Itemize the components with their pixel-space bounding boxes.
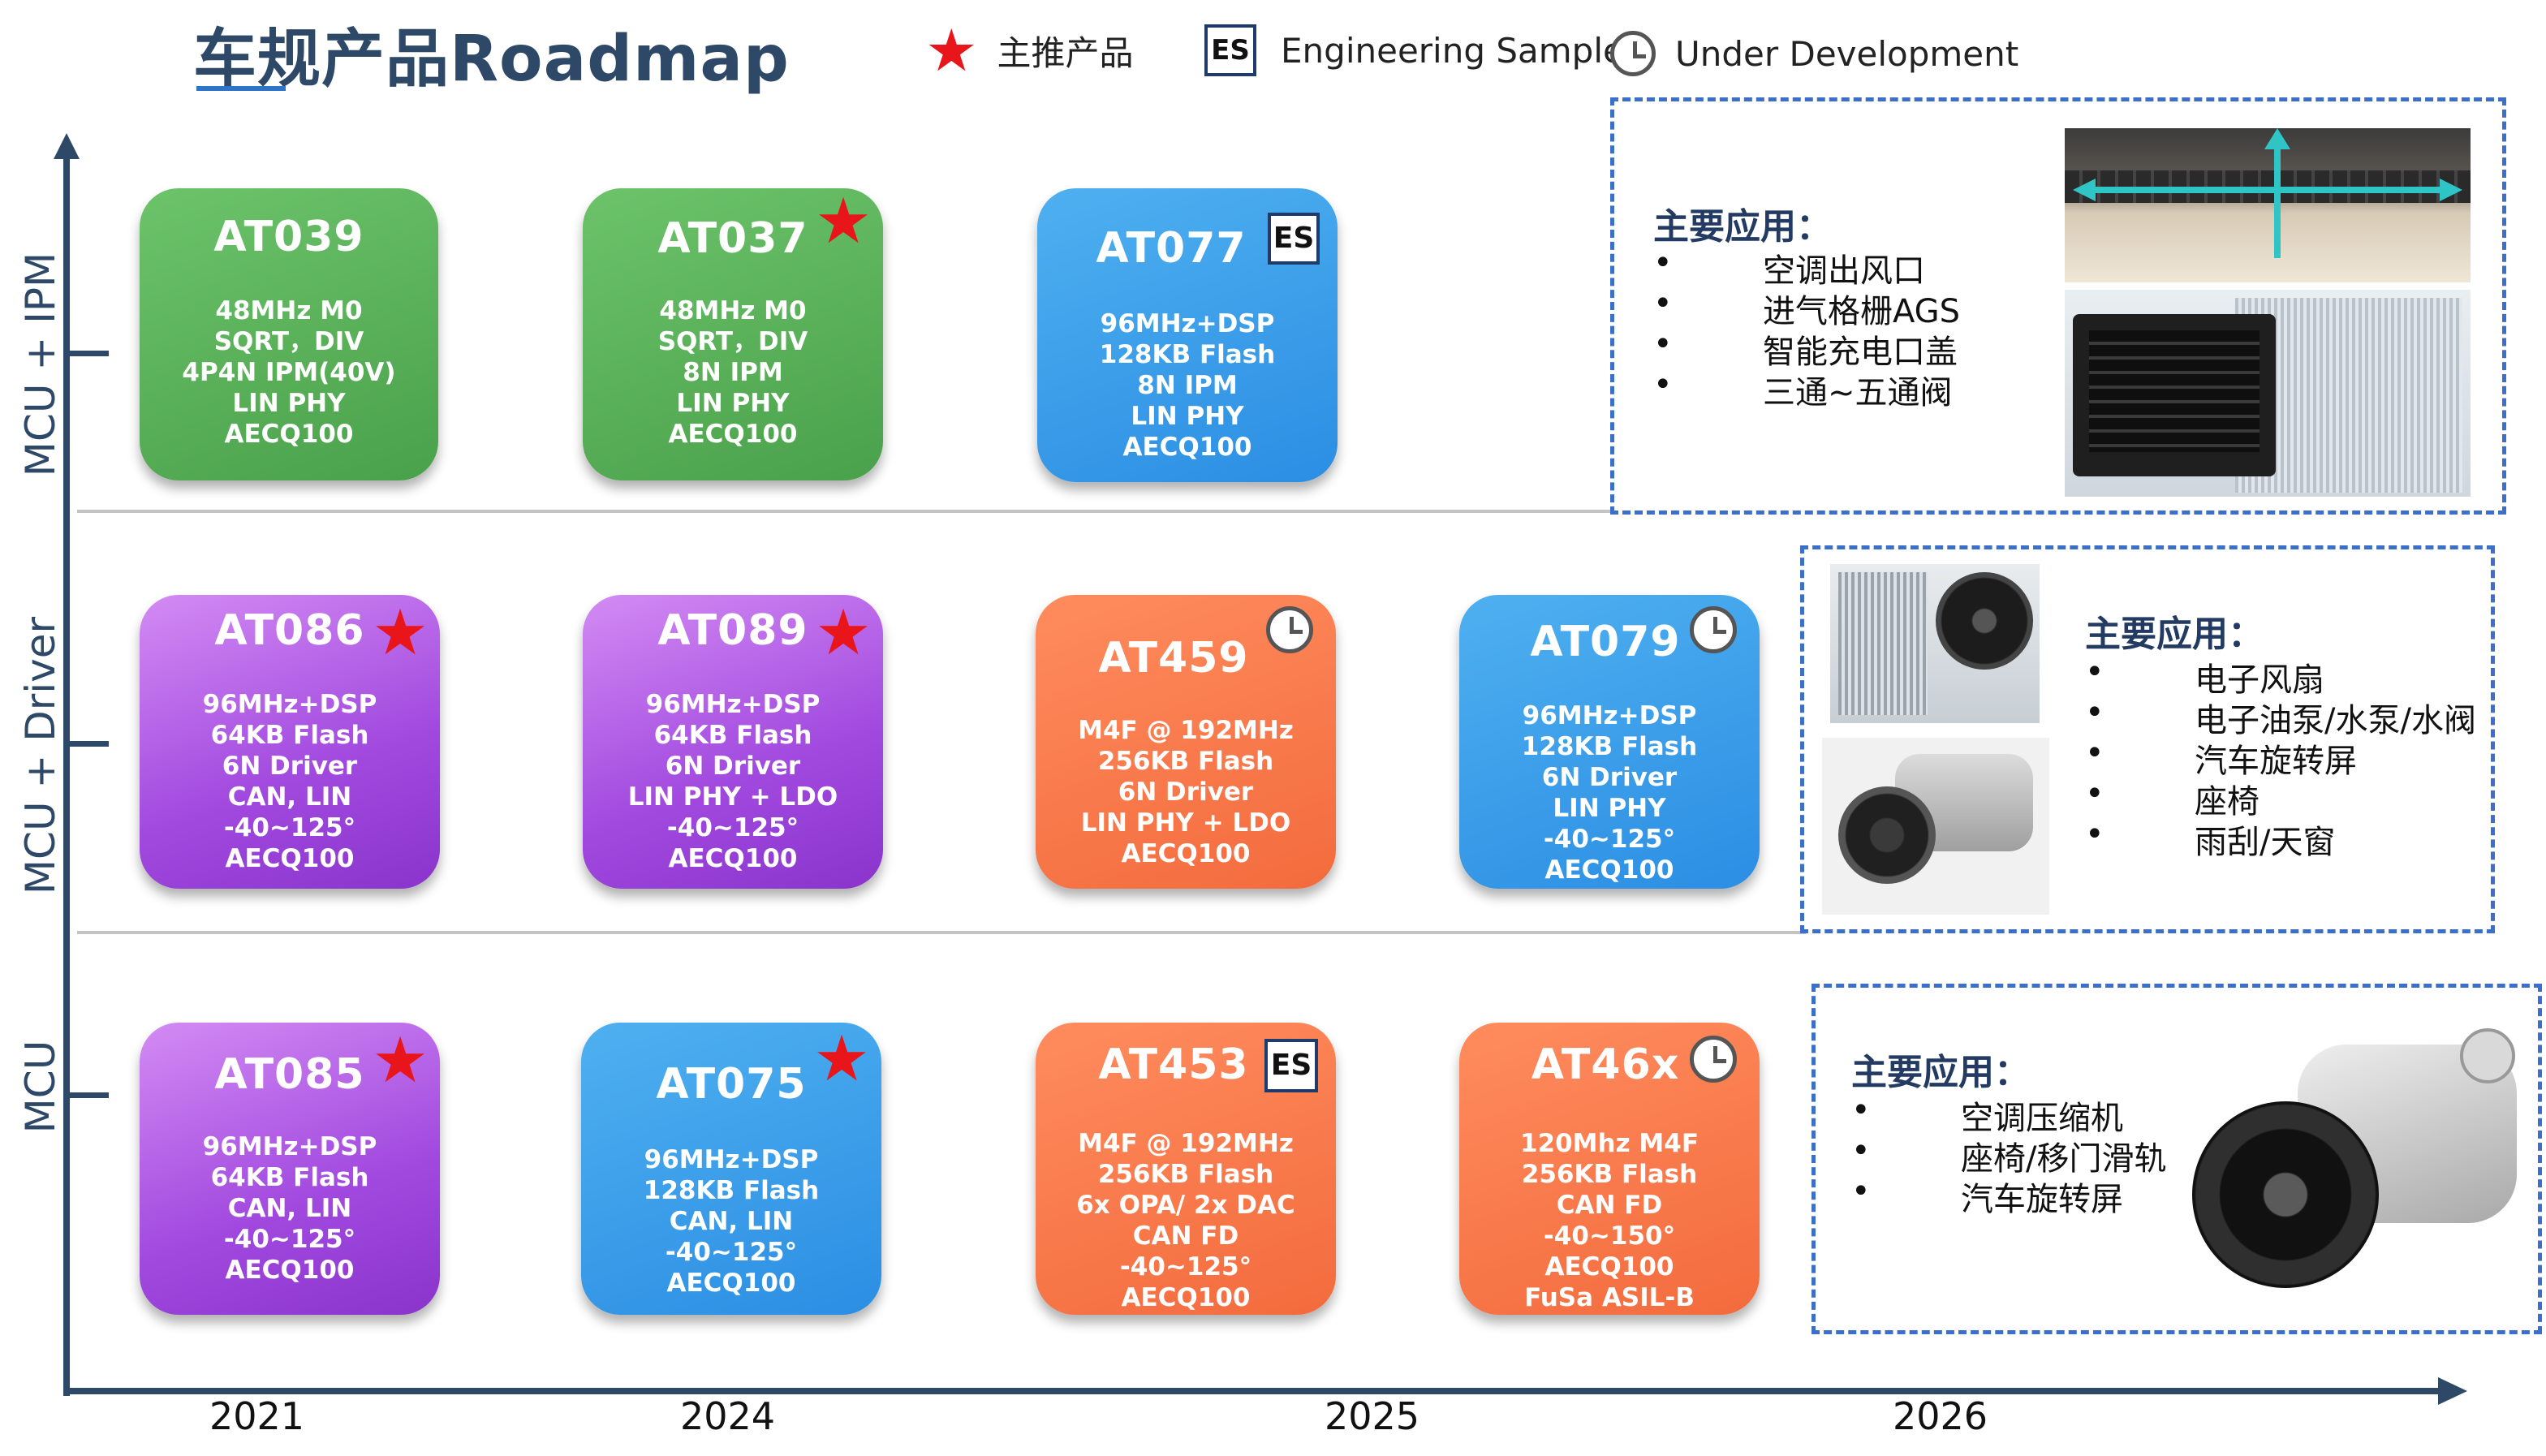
product-name: AT037	[657, 214, 808, 263]
row-divider-2	[77, 931, 1806, 934]
product-name: AT459	[1098, 634, 1249, 683]
star-icon: ★	[815, 597, 872, 670]
clock-icon	[1690, 606, 1737, 653]
row-label-mcu-driver: MCU + Driver	[17, 616, 64, 895]
x-axis	[63, 1388, 2441, 1394]
title-underline	[196, 86, 286, 91]
air-vent-image	[2065, 128, 2471, 282]
y-tick-ipm	[68, 351, 109, 356]
year-label: 2021	[209, 1394, 305, 1438]
clock-icon	[1690, 1036, 1737, 1083]
x-axis-arrow	[2438, 1377, 2467, 1405]
legend-under-dev-label: Under Development	[1675, 33, 2019, 74]
application-box-driver: 主要应用： •电子风扇 •电子油泵/水泵/水阀 •汽车旋转屏 •座椅 •雨刮/天…	[1800, 545, 2495, 933]
star-icon: ★	[813, 1023, 870, 1096]
clock-icon	[1610, 31, 1656, 76]
star-icon: ★	[372, 597, 429, 670]
es-badge-icon: ES	[1204, 24, 1256, 76]
star-icon: ★	[925, 16, 978, 84]
row-divider-1	[77, 510, 1611, 513]
application-box-mcu: 主要应用： •空调压缩机 •座椅/移门滑轨 •汽车旋转屏	[1811, 984, 2542, 1334]
year-label: 2024	[680, 1394, 776, 1438]
row-label-mcu: MCU	[17, 1040, 64, 1134]
product-name: AT085	[214, 1050, 365, 1099]
ac-compressor-image	[2192, 1012, 2533, 1304]
product-name: AT077	[1096, 224, 1247, 273]
product-name: AT075	[656, 1060, 807, 1109]
product-name: AT079	[1530, 618, 1681, 666]
star-icon: ★	[372, 1024, 429, 1097]
clock-icon	[1266, 606, 1313, 653]
water-pump-image	[1822, 738, 2049, 915]
legend-featured-label: 主推产品	[997, 32, 1134, 73]
y-tick-mcu	[68, 1092, 109, 1098]
year-label: 2026	[1893, 1394, 1988, 1438]
y-tick-driver	[68, 741, 109, 747]
es-badge-icon: ES	[1268, 213, 1320, 265]
star-icon: ★	[815, 185, 872, 258]
legend-under-dev: Under Development	[1610, 31, 2018, 76]
legend-featured: ★ 主推产品	[925, 21, 1134, 80]
product-name: AT46x	[1531, 1040, 1680, 1089]
application-title: 主要应用：	[1851, 1052, 2030, 1093]
product-name: AT089	[657, 606, 808, 655]
row-label-mcu-ipm: MCU + IPM	[17, 252, 64, 477]
application-title: 主要应用：	[2085, 614, 2264, 655]
year-label: 2025	[1325, 1394, 1420, 1438]
es-badge-icon: ES	[1264, 1039, 1318, 1092]
product-name: AT086	[214, 606, 365, 655]
page-title: 车规产品Roadmap	[193, 23, 790, 96]
grille-image	[2065, 290, 2471, 497]
product-name: AT453	[1098, 1040, 1249, 1089]
legend-es: ES Engineering Sample	[1204, 24, 1624, 76]
application-title: 主要应用：	[1653, 206, 1832, 248]
application-box-ipm: 主要应用： •空调出风口 •进气格栅AGS •智能充电口盖 •三通~五通阀	[1610, 97, 2506, 515]
legend-es-label: Engineering Sample	[1281, 30, 1624, 71]
cooling-fan-image	[1830, 564, 2040, 723]
y-axis	[63, 154, 70, 1396]
product-name: AT039	[213, 213, 364, 261]
